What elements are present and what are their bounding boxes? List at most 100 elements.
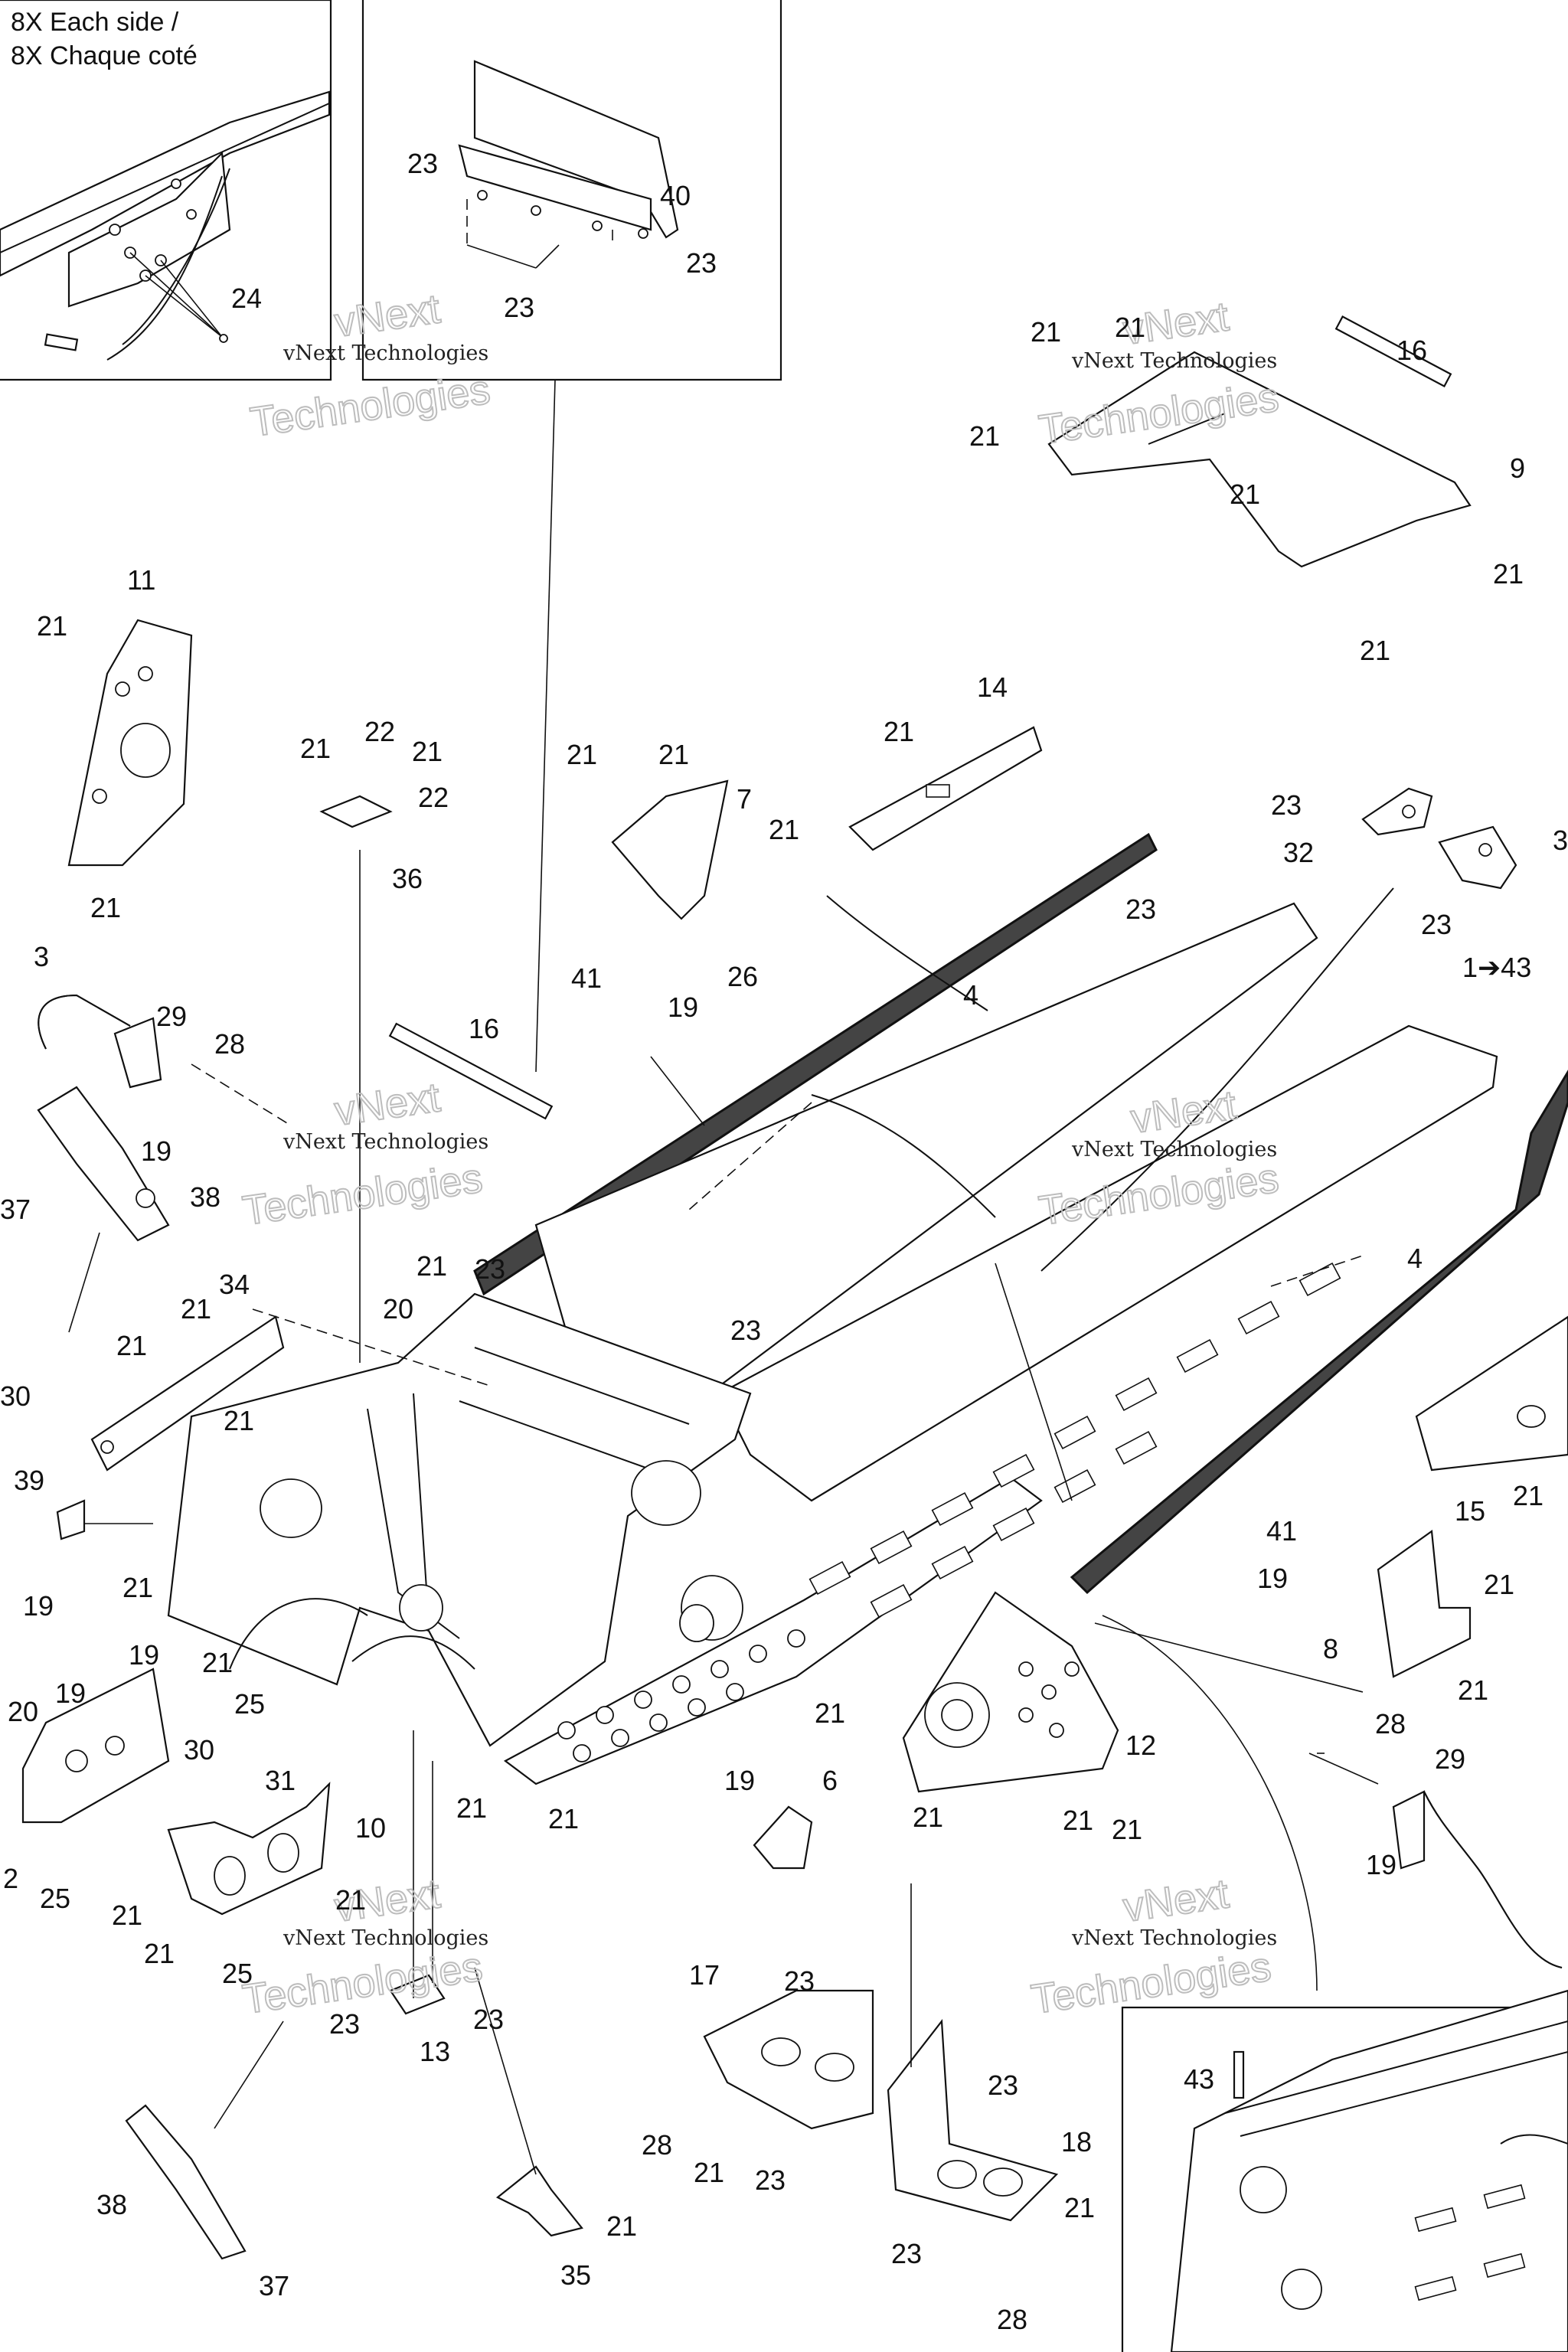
callout-43: 43 <box>1184 2063 1214 2095</box>
callout-21: 21 <box>181 1293 211 1325</box>
callout-3: 3 <box>34 941 49 972</box>
callout-21: 21 <box>1458 1674 1488 1706</box>
callout-19: 19 <box>1366 1849 1396 1880</box>
watermark-small: vNext Technologies <box>1071 1138 1277 1161</box>
callout-31: 31 <box>265 1765 296 1796</box>
watermark-big: Technologies <box>1028 1944 1274 2023</box>
callout-21: 21 <box>202 1647 233 1678</box>
callout-10: 10 <box>355 1812 386 1844</box>
callout-16: 16 <box>469 1013 499 1044</box>
callout-38: 38 <box>96 2189 127 2220</box>
callout-21: 21 <box>1230 479 1260 510</box>
callout-37: 37 <box>259 2270 289 2301</box>
callout-7: 7 <box>737 783 752 815</box>
part-bracket-34 <box>90 1315 285 1472</box>
watermark-v: vNext <box>332 286 443 346</box>
frame-tunnel <box>167 832 1568 1793</box>
part-bracket-32 <box>1361 787 1433 836</box>
part-bracket-35 <box>495 2165 583 2237</box>
part-bracket-12-side-tube <box>1392 1790 1563 1968</box>
callout-23: 23 <box>891 2238 922 2269</box>
callout-23: 23 <box>988 2069 1018 2101</box>
callout-17: 17 <box>689 1959 720 1991</box>
callout-21: 21 <box>224 1405 254 1436</box>
callout-14: 14 <box>977 671 1008 703</box>
detail-note-line1: 8X Each side / <box>11 8 179 37</box>
watermark-small: vNext Technologies <box>283 1130 488 1154</box>
callout-19: 19 <box>23 1590 54 1622</box>
callout-11: 11 <box>127 564 155 596</box>
callout-21: 21 <box>769 814 799 845</box>
callout-25: 25 <box>234 1688 265 1720</box>
callout-28: 28 <box>642 2129 672 2161</box>
callout-21: 21 <box>122 1572 153 1603</box>
callout-19: 19 <box>141 1135 172 1167</box>
callout-143: 1➔43 <box>1462 952 1531 983</box>
callout-36: 36 <box>392 863 423 894</box>
callout-21: 21 <box>1513 1480 1544 1511</box>
callout-labels: 4023232324162121212192121112121212221223… <box>0 148 1568 2335</box>
part-bracket-8 <box>1377 1530 1472 1678</box>
part-bracket-10 <box>167 1782 331 1916</box>
part-bracket-11 <box>67 619 193 867</box>
callout-21: 21 <box>90 892 121 923</box>
part-bracket-18 <box>887 2019 1059 2222</box>
callout-25: 25 <box>222 1958 253 1989</box>
leader-lines <box>68 379 1379 2175</box>
watermark-big: Technologies <box>240 1944 485 2023</box>
callout-24: 24 <box>231 283 262 314</box>
callout-21: 21 <box>1484 1569 1514 1600</box>
callout-35: 35 <box>560 2259 591 2291</box>
part-bracket-15 <box>1415 1315 1568 1472</box>
callout-2: 2 <box>3 1863 18 1894</box>
callout-21: 21 <box>1493 558 1524 590</box>
callout-20: 20 <box>383 1293 413 1325</box>
callout-21: 21 <box>969 420 1000 452</box>
callout-23: 23 <box>784 1965 815 1997</box>
part-plate-7 <box>611 779 729 920</box>
callout-22: 22 <box>364 716 395 747</box>
callout-28: 28 <box>997 2304 1027 2335</box>
callout-21: 21 <box>37 610 67 642</box>
part-bracket-3-right <box>1438 825 1517 890</box>
callout-21: 21 <box>1031 316 1061 348</box>
watermark-small: vNext Technologies <box>1071 349 1277 373</box>
callout-21: 21 <box>913 1802 943 1833</box>
callout-21: 21 <box>884 716 914 747</box>
callout-28: 28 <box>1375 1708 1406 1740</box>
callout-8: 8 <box>1323 1633 1338 1664</box>
callout-20: 20 <box>8 1696 38 1727</box>
part-bracket-37-bottom <box>125 2104 247 2260</box>
callout-23: 23 <box>329 2008 360 2040</box>
callout-21: 21 <box>567 739 597 770</box>
callout-21: 21 <box>412 736 443 767</box>
callout-19: 19 <box>668 991 698 1023</box>
callout-32: 32 <box>1283 837 1314 868</box>
watermark-v: vNext <box>1120 1870 1231 1931</box>
part-bracket-6 <box>753 1805 813 1870</box>
part-bracket-17 <box>703 1989 874 2130</box>
callout-37: 37 <box>0 1194 31 1225</box>
callout-19: 19 <box>724 1765 755 1796</box>
part-bracket-36 <box>319 795 393 828</box>
callout-29: 29 <box>1435 1743 1465 1775</box>
callout-21: 21 <box>112 1900 142 1931</box>
callout-21: 21 <box>548 1803 579 1834</box>
callout-16: 16 <box>1396 335 1427 366</box>
detail-box-top-center <box>361 0 782 381</box>
detail-note-line2: 8X Chaque coté <box>11 41 198 70</box>
callout-21: 21 <box>1064 2192 1095 2223</box>
callout-21: 21 <box>456 1792 487 1824</box>
callout-13: 13 <box>420 2036 450 2067</box>
detail-box-bottom-right <box>1121 1989 1568 2352</box>
callout-26: 26 <box>727 961 758 992</box>
callout-21: 21 <box>116 1330 147 1361</box>
callout-41: 41 <box>571 962 602 994</box>
callout-23: 23 <box>1271 789 1302 821</box>
callout-23: 23 <box>686 247 717 279</box>
watermark-v: vNext <box>332 1074 443 1135</box>
callout-39: 39 <box>14 1465 44 1496</box>
callout-29: 29 <box>156 1001 187 1032</box>
callout-23: 23 <box>730 1315 761 1346</box>
callout-23: 23 <box>1125 893 1156 925</box>
